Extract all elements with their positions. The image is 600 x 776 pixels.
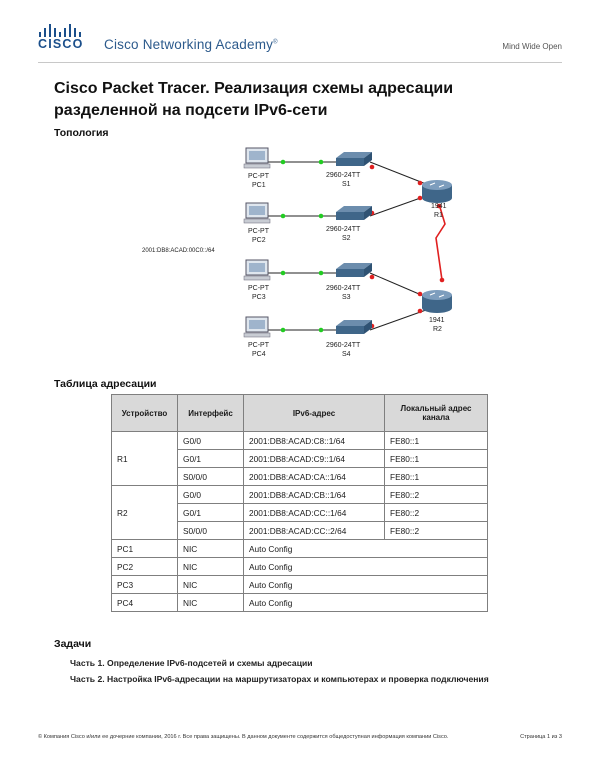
table-row: G0/1 2001:DB8:ACAD:CC::1/64 FE80::2 bbox=[112, 503, 488, 522]
switch-icon bbox=[336, 263, 372, 277]
serial-link bbox=[435, 203, 446, 281]
device-cell: R2 bbox=[111, 485, 178, 540]
s2-name-label: S2 bbox=[342, 235, 351, 242]
page-number: Страница 1 из 3 bbox=[520, 734, 562, 740]
ipv6-cell: 2001:DB8:ACAD:C9::1/64 bbox=[243, 449, 385, 468]
router-icon bbox=[422, 290, 452, 313]
ipv6-cell: Auto Config bbox=[243, 593, 488, 612]
interface-cell: NIC bbox=[177, 557, 244, 576]
interface-cell: S0/0/0 bbox=[177, 467, 244, 486]
addressing-table: Устройство Интерфейс IPv6-адрес Локальны… bbox=[111, 394, 488, 612]
col-ipv6-header: IPv6-адрес bbox=[243, 394, 385, 432]
pc-icon bbox=[243, 316, 271, 338]
s3-model-label: 2960-24TT bbox=[326, 285, 361, 292]
table-row: S0/0/0 2001:DB8:ACAD:CC::2/64 FE80::2 bbox=[112, 521, 488, 540]
pc-icon bbox=[243, 147, 271, 169]
device-cell: PC1 bbox=[111, 539, 178, 558]
table-header-row: Устройство Интерфейс IPv6-адрес Локальны… bbox=[111, 394, 488, 432]
copyright-text: © Компания Cisco и/или ее дочерние компа… bbox=[38, 734, 449, 740]
table-row: PC2 NIC Auto Config bbox=[111, 557, 488, 576]
ipv6-cell: 2001:DB8:ACAD:CA::1/64 bbox=[243, 467, 385, 486]
tagline: Mind Wide Open bbox=[502, 42, 562, 51]
link-local-cell: FE80::1 bbox=[384, 431, 488, 450]
ipv6-cell: 2001:DB8:ACAD:CC::1/64 bbox=[243, 503, 385, 522]
r1-model-label: 1941 bbox=[431, 203, 447, 210]
pc1-name-label: PC1 bbox=[252, 182, 266, 189]
section-topology-heading: Топология bbox=[54, 127, 109, 139]
col-link-local-header: Локальный адрес канала bbox=[384, 394, 488, 432]
ipv6-cell: 2001:DB8:ACAD:CB::1/64 bbox=[243, 485, 385, 504]
task-item-2: Часть 2. Настройка IPv6-адресации на мар… bbox=[70, 674, 489, 684]
table-row: G0/1 2001:DB8:ACAD:C9::1/64 FE80::1 bbox=[112, 449, 488, 468]
switch-icon bbox=[336, 152, 372, 166]
page-title: Cisco Packet Tracer. Реализация схемы ад… bbox=[54, 80, 454, 119]
interface-cell: NIC bbox=[177, 593, 244, 612]
subnet-prefix-label: 2001:DB8:ACAD:00C0::/64 bbox=[142, 248, 215, 254]
section-addressing-heading: Таблица адресации bbox=[54, 378, 157, 390]
link-local-cell: FE80::1 bbox=[384, 467, 488, 486]
link-local-cell: FE80::2 bbox=[384, 503, 488, 522]
cisco-logo-bars-icon bbox=[39, 24, 81, 37]
s1-name-label: S1 bbox=[342, 181, 351, 188]
table-row: R2 G0/0 2001:DB8:ACAD:CB::1/64 FE80::2 bbox=[111, 485, 488, 540]
s4-name-label: S4 bbox=[342, 351, 351, 358]
pc2-name-label: PC2 bbox=[252, 237, 266, 244]
interface-cell: G0/0 bbox=[177, 431, 244, 450]
pc-icon bbox=[243, 259, 271, 281]
cisco-logo-text: CISCO bbox=[38, 37, 84, 51]
section-tasks-heading: Задачи bbox=[54, 638, 92, 650]
link-local-cell: FE80::2 bbox=[384, 485, 488, 504]
device-cell: PC2 bbox=[111, 557, 178, 576]
interface-cell: G0/1 bbox=[177, 449, 244, 468]
table-row: S0/0/0 2001:DB8:ACAD:CA::1/64 FE80::1 bbox=[112, 467, 488, 486]
device-cell: PC3 bbox=[111, 575, 178, 594]
ipv6-cell: Auto Config bbox=[243, 557, 488, 576]
interface-cell: G0/1 bbox=[177, 503, 244, 522]
pc4-type-label: PC-PT bbox=[248, 342, 270, 349]
table-row: PC1 NIC Auto Config bbox=[111, 539, 488, 558]
table-row: R1 G0/0 2001:DB8:ACAD:C8::1/64 FE80::1 bbox=[111, 431, 488, 486]
interface-cell: G0/0 bbox=[177, 485, 244, 504]
s3-name-label: S3 bbox=[342, 294, 351, 301]
pc-icon bbox=[243, 202, 271, 224]
s4-model-label: 2960-24TT bbox=[326, 342, 361, 349]
interface-cell: NIC bbox=[177, 539, 244, 558]
ipv6-cell: Auto Config bbox=[243, 539, 488, 558]
ipv6-cell: 2001:DB8:ACAD:C8::1/64 bbox=[243, 431, 385, 450]
academy-name: Cisco Networking Academy® bbox=[104, 37, 278, 52]
pc3-name-label: PC3 bbox=[252, 294, 266, 301]
s1-model-label: 2960-24TT bbox=[326, 172, 361, 179]
col-interface-header: Интерфейс bbox=[177, 394, 244, 432]
device-cell: R1 bbox=[111, 431, 178, 486]
link-local-cell: FE80::2 bbox=[384, 521, 488, 540]
page-footer: © Компания Cisco и/или ее дочерние компа… bbox=[38, 734, 562, 740]
device-cell: PC4 bbox=[111, 593, 178, 612]
ipv6-cell: Auto Config bbox=[243, 575, 488, 594]
ipv6-cell: 2001:DB8:ACAD:CC::2/64 bbox=[243, 521, 385, 540]
pc3-type-label: PC-PT bbox=[248, 285, 270, 292]
pc4-name-label: PC4 bbox=[252, 351, 266, 358]
table-row: PC3 NIC Auto Config bbox=[111, 575, 488, 594]
table-row: PC4 NIC Auto Config bbox=[111, 593, 488, 612]
switch-icon bbox=[336, 320, 372, 334]
s2-model-label: 2960-24TT bbox=[326, 226, 361, 233]
interface-cell: S0/0/0 bbox=[177, 521, 244, 540]
col-device-header: Устройство bbox=[111, 394, 178, 432]
r2-name-label: R2 bbox=[433, 326, 442, 333]
router-icon bbox=[422, 180, 452, 203]
switch-icon bbox=[336, 206, 372, 220]
pc2-type-label: PC-PT bbox=[248, 228, 270, 235]
r2-model-label: 1941 bbox=[429, 317, 445, 324]
header-divider bbox=[38, 62, 562, 63]
r1-name-label: R1 bbox=[434, 212, 443, 219]
task-item-1: Часть 1. Определение IPv6-подсетей и схе… bbox=[70, 658, 313, 668]
interface-cell: NIC bbox=[177, 575, 244, 594]
topology-diagram: PC-PT PC1 PC-PT PC2 PC-PT PC3 PC-PT PC4 … bbox=[142, 147, 452, 358]
link-local-cell: FE80::1 bbox=[384, 449, 488, 468]
pc1-type-label: PC-PT bbox=[248, 173, 270, 180]
